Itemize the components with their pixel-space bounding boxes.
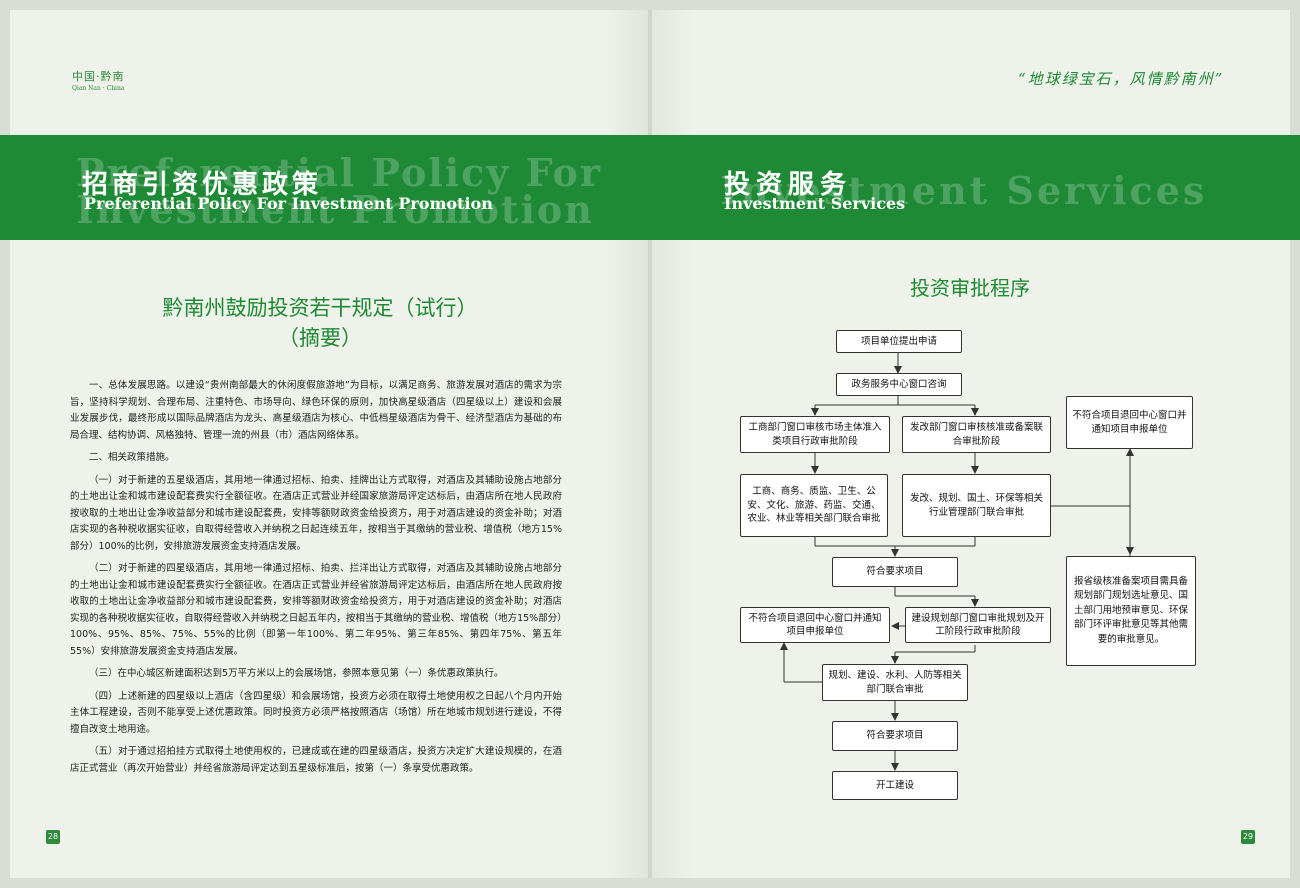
qiannan-logo: 中国·黔南 Qian Nan · China xyxy=(72,68,125,92)
flow-step-reject-middle: 不符合项目退回中心窗口并通知项目申报单位 xyxy=(740,607,890,643)
paragraph: 二、相关政策措施。 xyxy=(89,452,175,463)
policy-body: 一、总体发展思路。以建设“贵州南部最大的休闲度假旅游地”为目标，以满足商务、旅游… xyxy=(70,378,562,783)
paragraph: （二）对于新建的四星级酒店，其用地一律通过招标、拍卖、拦洋出让方式取得，对酒店及… xyxy=(70,563,562,657)
flow-title: 投资审批程序 xyxy=(910,276,1030,300)
spine-fold xyxy=(648,10,652,878)
page-number-left: 28 xyxy=(46,830,60,844)
right-band-title-en: Investment Services xyxy=(724,194,906,213)
flow-step-reject-top: 不符合项目退回中心窗口并通知项目申报单位 xyxy=(1066,396,1193,449)
band-ghost-text-right: Investment Services xyxy=(720,168,1208,213)
flow-step-start-construction: 开工建设 xyxy=(832,771,958,800)
flow-step-commerce-review: 工商部门窗口审核市场主体准入类项目行政审批阶段 xyxy=(740,416,890,453)
doc-subtitle: （摘要） xyxy=(278,326,362,350)
flow-step-joint-approval-a: 工商、商务、质监、卫生、公安、文化、旅游、药监、交通、农业、林业等相关部门联合审… xyxy=(740,474,888,537)
paragraph: （一）对于新建的五星级酒店，其用地一律通过招标、拍卖、挂牌出让方式取得，对酒店及… xyxy=(70,474,562,552)
flow-step-joint-approval-b: 发改、规划、国土、环保等相关行业管理部门联合审批 xyxy=(902,474,1051,537)
band-ghost-text-2: Investment Promotion xyxy=(76,187,594,232)
logo-en: Qian Nan · China xyxy=(72,85,125,92)
doc-title: 黔南州鼓励投资若干规定（试行） xyxy=(162,296,478,320)
paragraph: （五）对于通过招拍挂方式取得土地使用权的，已建成或在建的四星级酒店，投资方决定扩… xyxy=(70,746,562,774)
logo-cn: 中国·黔南 xyxy=(72,70,125,83)
flow-step-provincial-note: 报省级核准备案项目需具备规划部门规划选址意见、国土部门用地预审意见、环保部门环评… xyxy=(1066,556,1196,666)
flow-step-qualified-2: 符合要求项目 xyxy=(832,721,958,751)
paragraph: 一、总体发展思路。以建设“贵州南部最大的休闲度假旅游地”为目标，以满足商务、旅游… xyxy=(70,380,562,441)
flow-step-consult: 政务服务中心窗口咨询 xyxy=(836,373,962,396)
slogan: “地球绿宝石，风情黔南州” xyxy=(1018,70,1225,88)
paragraph: （四）上述新建的四星级以上酒店（含四星级）和会展场馆，投资方必须在取得土地使用权… xyxy=(70,690,562,735)
flow-step-reform-review: 发改部门窗口审核核准或备案联合审批阶段 xyxy=(902,416,1051,453)
left-band-title-en: Preferential Policy For Investment Promo… xyxy=(84,194,493,213)
right-band-title-cn: 投资服务 xyxy=(724,170,853,200)
flow-step-joint-approval-c: 规划、建设、水利、人防等相关部门联合审批 xyxy=(822,664,968,701)
band-ghost-text-1: Preferential Policy For xyxy=(76,150,602,195)
green-title-band xyxy=(0,135,1300,240)
page-number-right: 29 xyxy=(1241,830,1255,844)
flow-step-planning-review: 建设规划部门窗口审批规划及开工阶段行政审批阶段 xyxy=(905,607,1051,643)
flow-step-apply: 项目单位提出申请 xyxy=(836,330,962,353)
paragraph: （三）在中心城区新建面积达到5万平方米以上的会展场馆，参照本意见第（一）条优惠政… xyxy=(89,668,504,679)
left-band-title-cn: 招商引资优惠政策 xyxy=(82,170,323,200)
flow-step-qualified-1: 符合要求项目 xyxy=(832,557,958,587)
